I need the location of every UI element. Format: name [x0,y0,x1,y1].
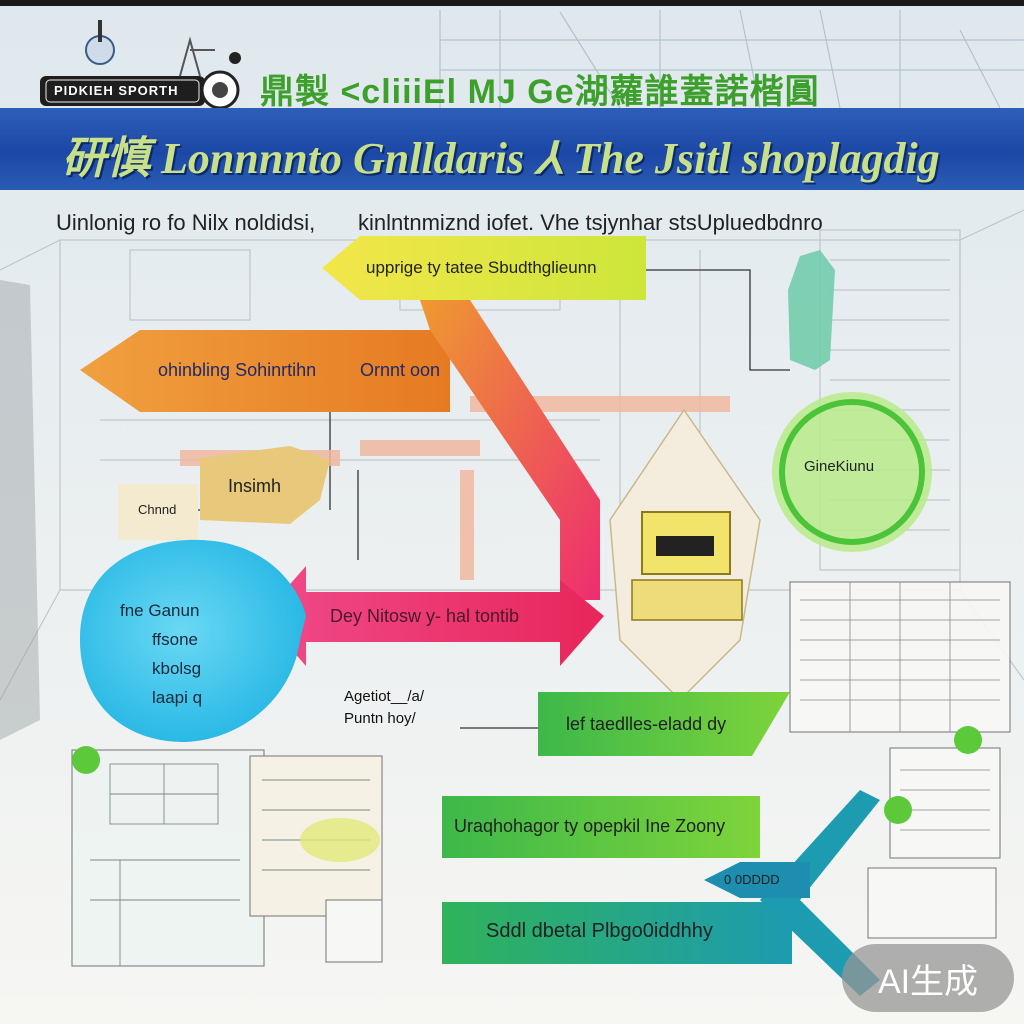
cream-box [118,484,198,540]
badge-green-right-2 [884,796,912,824]
ai-generated-badge: AI生成 [842,944,1014,1012]
orange-arrow [80,330,450,412]
cyan-circle-text: fne Ganun ffsone kbolsg laapi q [120,596,202,712]
title-banner [0,108,1024,190]
green-box-2-label: Uraqhohagor ty opepkil Ine Zoony [454,816,726,836]
logo [40,20,241,110]
green-circle [772,392,932,552]
green-box-3-label: Sddl dbetal Plbgo0iddhhy [486,920,713,942]
figure [788,250,835,370]
pink-arrow [262,566,604,666]
yellow-arrow-label: upprige ty tatee Sbudthglieunn [366,258,597,277]
annotation: Agetiot__/a/ Puntn hoy/ [344,686,424,730]
cream-label: Chnnd [138,502,177,517]
top-edge [0,0,1024,6]
diagonal-band [420,300,600,600]
annotation-line-1: Agetiot__/a/ [344,688,425,705]
cyan-line-1: fne Ganun [120,601,200,620]
cyan-line-4: laapi q [152,688,203,707]
pink-arrow-label: Dey Nitosw y- hal tontib [330,606,520,626]
yellow-arrow [322,236,646,300]
badge-green-left [72,746,100,774]
green-box-3 [442,902,792,964]
green-box-1-label: lef taedlles-eladd dy [566,714,727,734]
green-box-2 [442,796,760,858]
cyan-line-3: kbolsg [152,659,202,678]
green-circle-label: GineKiunu [804,458,875,475]
annotation-line-2: Puntn hoy/ [344,710,416,727]
subtitle: Uinlonig ro fo Nilx noldidsi, kinlntnmiz… [56,210,823,235]
orange-arrow-label-right: Ornnt oon [360,360,441,380]
badge-green-right [954,726,982,754]
green-box-1 [538,692,790,756]
cyan-line-2: ffsone [152,630,199,649]
cyan-circle [80,539,306,742]
teal-arrow [704,862,810,898]
orange-arrow-label-left: ohinbling Sohinrtihn [158,360,317,380]
teal-arrow-label: 0 0DDDD [724,872,780,887]
logo-text: PIDKIEH SPORTH [54,83,179,98]
tan-label: Insimh [228,476,282,496]
banner-title: 研慎 Lonnnnto Gnlldaris ⅄ The Jsitl shopla… [62,134,940,183]
header-title: 鼎製 <cliiiEl MJ Ge湖蘿誰蓋諾楷圓 [260,73,820,111]
tan-shape [200,446,330,524]
